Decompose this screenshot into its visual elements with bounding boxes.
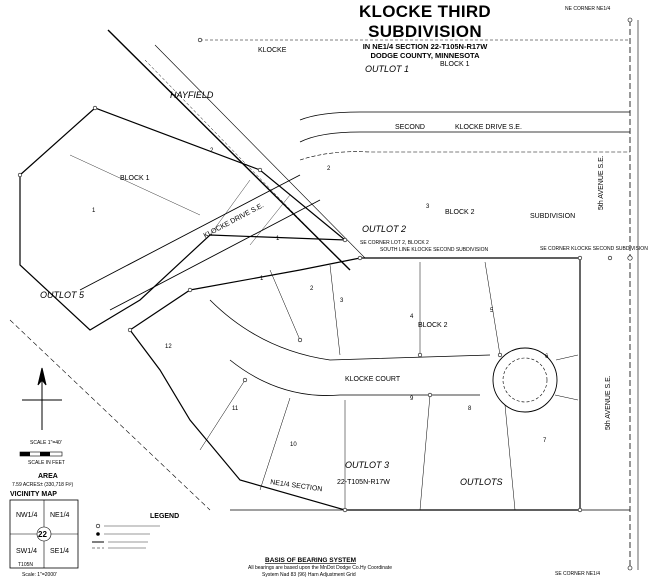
basis-line-1: All bearings are based upon the MnDot Do… (248, 565, 392, 571)
lot-number: 2 (327, 166, 331, 172)
vicinity-ne: NE1/4 (50, 512, 70, 519)
legend: LEGEND (92, 513, 179, 549)
title-block: KLOCKE THIRD SUBDIVISION IN NE1/4 SECTIO… (310, 2, 540, 60)
south-line-note: SOUTH LINE KLOCKE SECOND SUBDIVISION (380, 247, 488, 253)
vicinity-nw: NW1/4 (16, 512, 38, 519)
lot-number: 3 (340, 298, 344, 304)
lot-number: 10 (290, 442, 297, 448)
lot-number: 11 (232, 406, 239, 412)
block-1-upper-label: BLOCK 1 (440, 61, 470, 68)
basis-line-2: System Nad 83 (96) Harn Adjustment Grid (262, 572, 356, 578)
lot-number: 4 (410, 314, 414, 320)
lot-number: 8 (468, 406, 472, 412)
page-title: KLOCKE THIRD SUBDIVISION (358, 2, 492, 41)
block-2-label: BLOCK 2 (418, 322, 448, 329)
lot-number: 9 (410, 396, 414, 402)
se-corner-klocke-note: SE CORNER KLOCKE SECOND SUBDIVISION (540, 246, 648, 252)
vicinity-township: T105N (18, 562, 33, 568)
lot-number: 7 (543, 438, 547, 444)
lot-number: 12 (165, 344, 172, 350)
vicinity-scale: Scale: 1"=2000' (22, 572, 57, 578)
se-corner-lot-note: SE CORNER LOT 2, BLOCK 2 (360, 240, 429, 246)
second-label: SECOND (395, 124, 425, 131)
klocke-drive-label: KLOCKE DRIVE S.E. (455, 124, 522, 131)
ne-corner-note: NE CORNER NE1/4 (565, 6, 611, 12)
se-corner-bottom-note: SE CORNER NE1/4 (555, 571, 600, 577)
fifth-avenue-upper-label: 5th AVENUE S.E. (598, 155, 605, 210)
title-county-line: DODGE COUNTY, MINNESOTA (370, 51, 480, 60)
outlot-2-label: OUTLOT 2 (362, 224, 406, 234)
klocke-label: KLOCKE (258, 47, 287, 54)
lot-number: 2 (310, 286, 314, 292)
lot-number: 1 (92, 208, 96, 214)
section-number-label: 22-T105N-R17W (337, 479, 390, 486)
area-value: 7.59 ACRES± (330,718 Ft²) (12, 482, 73, 488)
fifth-avenue-lower-label: 5th AVENUE S.E. (605, 375, 612, 430)
lot-number: 5 (490, 308, 494, 314)
hayfield-label: HAYFIELD (170, 90, 214, 100)
legend-title: LEGEND (150, 513, 179, 520)
vicinity-map: VICINITY MAP 22 NW1/4 NE1/4 SW1/4 SE1/4 … (9, 491, 79, 578)
area-title: AREA (38, 473, 58, 480)
basis-title: BASIS OF BEARING SYSTEM (265, 557, 356, 564)
outlot-1-label: OUTLOT 1 (365, 64, 409, 74)
subdivision-label: SUBDIVISION (530, 213, 575, 220)
scale-label: SCALE 1"=40' (30, 440, 62, 446)
title-location-line: IN NE1/4 SECTION 22-T105N-R17W (362, 42, 488, 51)
vicinity-se: SE1/4 (50, 548, 69, 555)
vicinity-section: 22 (38, 530, 47, 539)
scale-unit: SCALE IN FEET (28, 460, 65, 466)
lot-number: 2 (210, 148, 214, 154)
scale-bar: SCALE 1"=40' SCALE IN FEET (19, 440, 65, 466)
block-1-label: BLOCK 1 (120, 175, 150, 182)
lot-number: 1 (276, 236, 280, 242)
north-arrow-icon (22, 367, 62, 430)
block-2-upper-label: BLOCK 2 (445, 209, 475, 216)
outlot-3-label: OUTLOT 3 (345, 460, 389, 470)
lot-number: 1 (260, 276, 264, 282)
vicinity-title: VICINITY MAP (10, 491, 57, 498)
outlots-label: OUTLOTS (460, 477, 503, 487)
klocke-court-label: KLOCKE COURT (345, 376, 401, 383)
lot-number: 3 (426, 204, 430, 210)
vicinity-sw: SW1/4 (16, 548, 37, 555)
lot-number: 6 (545, 354, 549, 360)
outlot-5-label: OUTLOT 5 (40, 290, 85, 300)
